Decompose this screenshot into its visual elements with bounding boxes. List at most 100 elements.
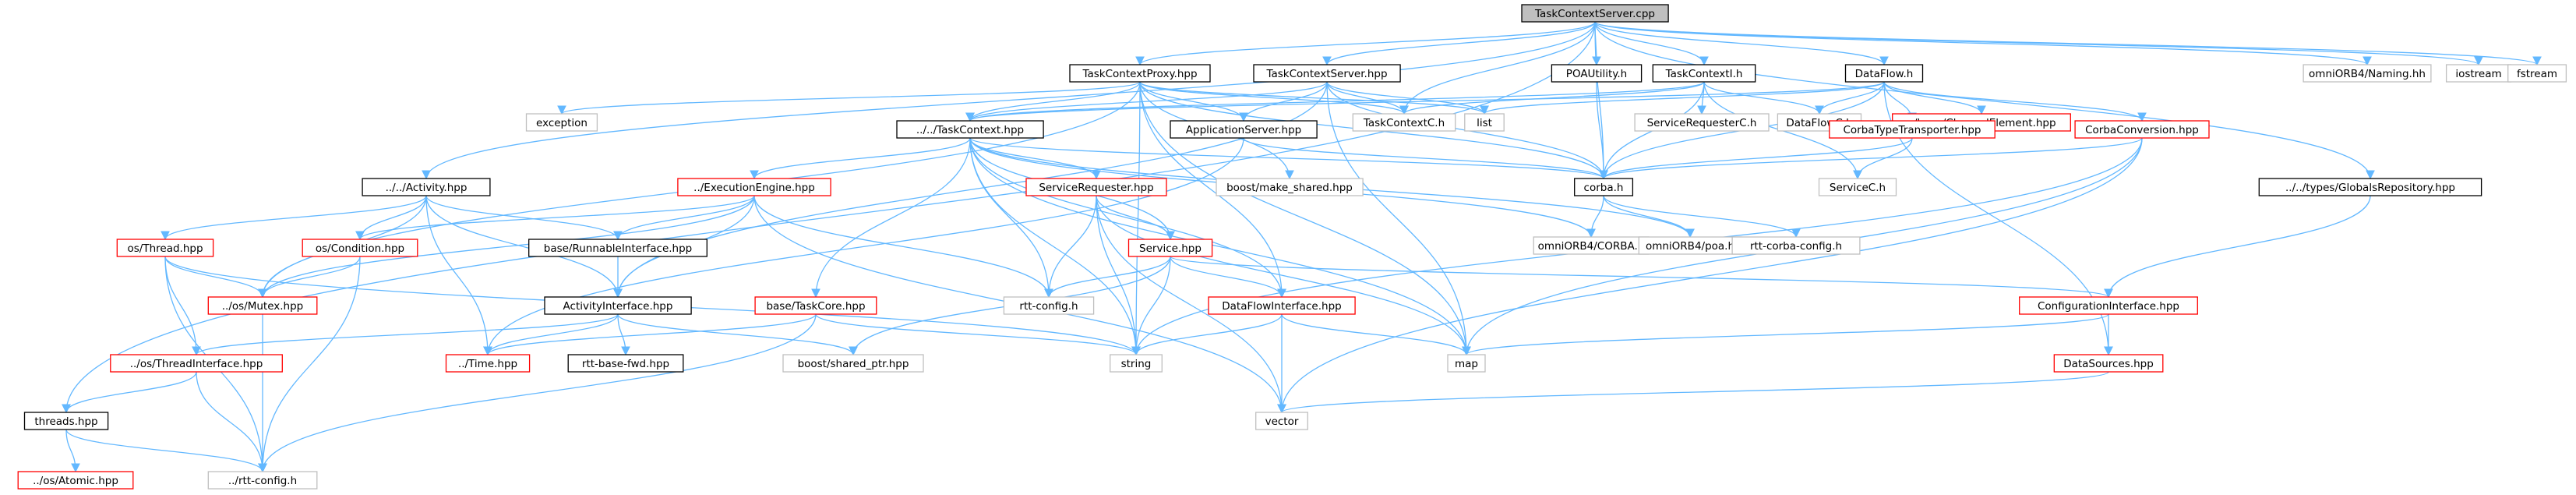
- node-servicec: ServiceC.h: [1818, 178, 1897, 196]
- node-corbah[interactable]: corba.h: [1574, 178, 1634, 196]
- node-activity[interactable]: ../../Activity.hpp: [362, 178, 491, 196]
- node-label: iostream: [2455, 68, 2501, 80]
- edge-tcproxy-to-map: [1139, 81, 1471, 356]
- node-activityinterface[interactable]: ActivityInterface.hpp: [544, 296, 692, 315]
- node-taskcontext[interactable]: ../../TaskContext.hpp: [896, 120, 1044, 139]
- node-taskcontexti[interactable]: TaskContextI.h: [1652, 64, 1756, 83]
- edge-path: [1131, 313, 1283, 356]
- node-dataflowh[interactable]: DataFlow.h: [1844, 64, 1924, 83]
- edge-poautil-to-corbah: [1596, 81, 1608, 180]
- node-box: [2258, 178, 2482, 196]
- edge-path: [617, 313, 858, 356]
- node-rttcorbaconfig: rtt-corba-config.h: [1731, 236, 1861, 255]
- node-label: Service.hpp: [1139, 242, 1202, 255]
- edge-path: [1170, 256, 2113, 299]
- node-label: ActivityInterface.hpp: [563, 300, 673, 313]
- edge-path: [1594, 21, 2483, 66]
- node-omnipoa: omniORB4/poa.h: [1638, 236, 1742, 255]
- node-box: [782, 354, 924, 373]
- edge-taskcore-to-time: [483, 313, 817, 356]
- edge-tcproxy-to-exception: [557, 81, 1141, 115]
- node-string: string: [1110, 354, 1163, 373]
- node-box: [17, 471, 134, 490]
- node-box: [1731, 236, 1861, 255]
- node-corbatypetransporter[interactable]: CorbaTypeTransporter.hpp: [1829, 120, 1996, 139]
- edge-root-to-activity: [422, 21, 1596, 180]
- edge-taskcontexti-to-taskcontext: [965, 81, 1705, 122]
- node-box: [1127, 239, 1213, 257]
- node-runnable[interactable]: base/RunnableInterface.hpp: [528, 239, 708, 257]
- edge-path: [425, 195, 623, 299]
- node-tcserver[interactable]: TaskContextServer.hpp: [1253, 64, 1401, 83]
- edge-service-to-rttconfig: [1044, 256, 1171, 299]
- edge-corbah-to-rttcorbaconfig: [1603, 195, 1801, 239]
- node-root[interactable]: TaskContextServer.cpp: [1521, 4, 1669, 23]
- node-box: [207, 471, 318, 490]
- node-osatomic[interactable]: ../os/Atomic.hpp: [17, 471, 134, 490]
- node-appserver[interactable]: ApplicationServer.hpp: [1170, 120, 1318, 139]
- node-configurationinterface[interactable]: ConfigurationInterface.hpp: [2019, 296, 2198, 315]
- node-box: [1170, 120, 1318, 139]
- edge-executionengine-to-runnable: [613, 195, 755, 241]
- node-time[interactable]: ../Time.hpp: [445, 354, 531, 373]
- node-corbaconversion[interactable]: CorbaConversion.hpp: [2074, 120, 2210, 139]
- edge-taskcore-to-rttconfigh2: [258, 313, 817, 473]
- node-fstream: fstream: [2507, 64, 2567, 83]
- edge-path: [1322, 21, 1596, 66]
- node-label: omniORB4/Naming.hh: [2309, 68, 2426, 80]
- node-label: ../os/Mutex.hpp: [222, 300, 304, 313]
- node-globalsrepo[interactable]: ../../types/GlobalsRepository.hpp: [2258, 178, 2482, 196]
- edge-path: [1594, 21, 2542, 66]
- edge-root-to-corbah: [1594, 21, 1608, 180]
- node-box: [110, 354, 283, 373]
- node-label: rtt-base-fwd.hpp: [582, 358, 669, 370]
- node-box: [2074, 120, 2210, 139]
- edge-path: [965, 81, 1328, 122]
- node-dataflowinterface[interactable]: DataFlowInterface.hpp: [1208, 296, 1356, 315]
- edge-path: [1044, 256, 1171, 299]
- edge-path: [1883, 81, 1986, 115]
- edge-dataflowinterface-to-string: [1131, 313, 1283, 356]
- edge-tcserver-to-taskcontext: [965, 81, 1328, 122]
- edge-threadinterface-to-rttconfigh2: [196, 371, 267, 473]
- edge-path: [164, 256, 201, 356]
- node-executionengine[interactable]: ../ExecutionEngine.hpp: [677, 178, 831, 196]
- edge-path: [965, 81, 1705, 122]
- edge-root-to-globalsrepo: [1594, 21, 2375, 180]
- node-rttbasefwd[interactable]: rtt-base-fwd.hpp: [567, 354, 684, 373]
- node-label: CorbaConversion.hpp: [2085, 124, 2199, 136]
- node-box: [1208, 296, 1356, 315]
- edge-dataflowinterface-to-map: [1281, 313, 1471, 356]
- node-box: [754, 296, 877, 315]
- node-service[interactable]: Service.hpp: [1127, 239, 1213, 257]
- edge-tcproxy-to-taskcontext: [965, 81, 1141, 122]
- node-condition[interactable]: os/Condition.hpp: [302, 239, 418, 257]
- node-tcproxy[interactable]: TaskContextProxy.hpp: [1069, 64, 1211, 83]
- edge-configurationinterface-to-map: [1462, 313, 2109, 356]
- edge-path: [196, 371, 267, 473]
- node-datasources[interactable]: DataSources.hpp: [2053, 354, 2164, 373]
- edge-threadinterface-to-threads: [62, 371, 197, 414]
- node-mutex[interactable]: ../os/Mutex.hpp: [207, 296, 318, 315]
- node-threads[interactable]: threads.hpp: [23, 412, 109, 430]
- edge-path: [1594, 21, 2375, 180]
- node-threadinterface[interactable]: ../os/ThreadInterface.hpp: [110, 354, 283, 373]
- edge-root-to-tcserver: [1322, 21, 1596, 66]
- node-servicerequester[interactable]: ServiceRequester.hpp: [1025, 178, 1167, 196]
- edge-path: [1594, 21, 1608, 180]
- node-omnicorba: omniORB4/CORBA.h: [1533, 236, 1650, 255]
- node-thread[interactable]: os/Thread.hpp: [116, 239, 214, 257]
- node-label: TaskContextProxy.hpp: [1082, 68, 1197, 80]
- node-poautil[interactable]: POAUtility.h: [1551, 64, 1643, 83]
- edge-path: [965, 81, 1141, 122]
- edge-path: [1815, 81, 1885, 115]
- edge-path: [557, 81, 1141, 115]
- edge-path: [425, 195, 623, 241]
- edge-root-to-threads: [62, 21, 1596, 414]
- edge-activity-to-runnable: [425, 195, 623, 241]
- edge-servicerequester-to-vector: [1096, 195, 1286, 414]
- edge-path: [1399, 81, 1705, 115]
- node-taskcore[interactable]: base/TaskCore.hpp: [754, 296, 877, 315]
- edge-path: [483, 313, 817, 356]
